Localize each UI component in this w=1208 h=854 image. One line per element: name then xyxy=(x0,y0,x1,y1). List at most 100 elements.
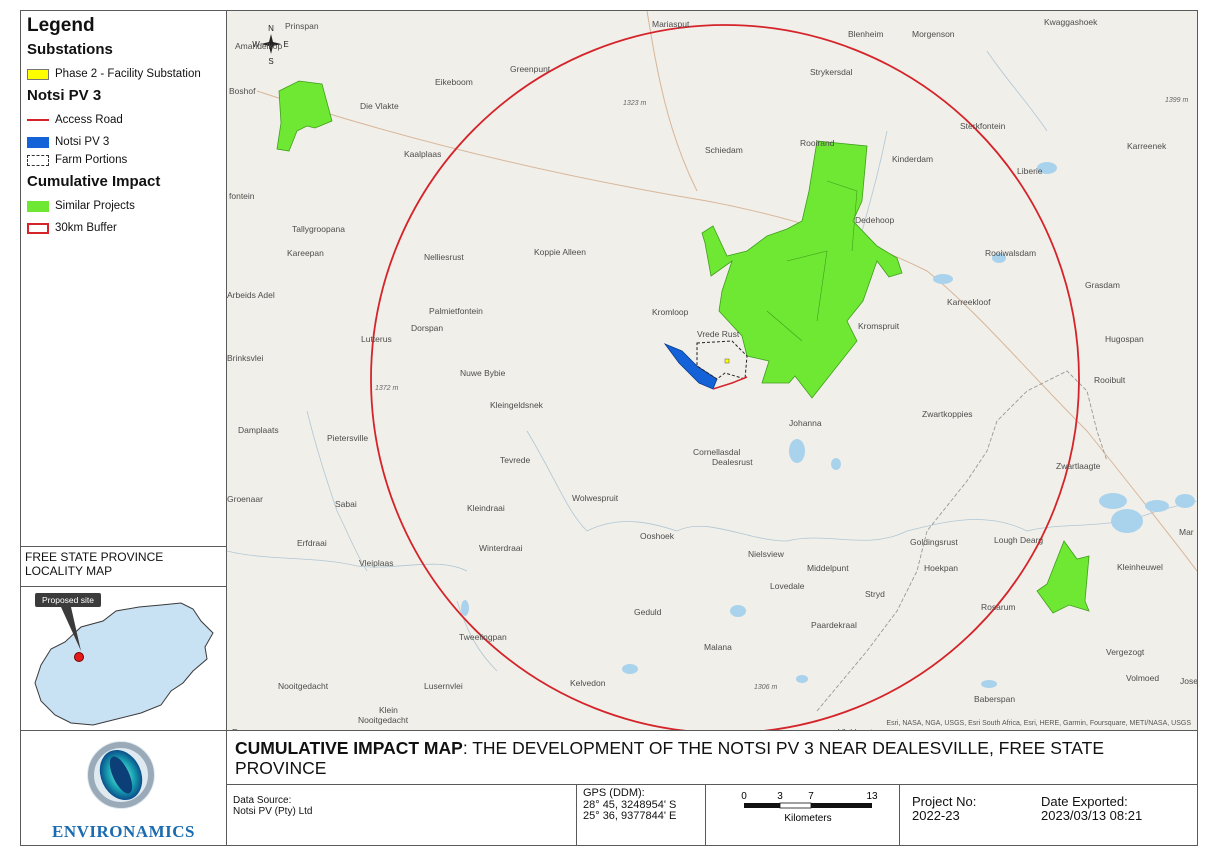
map-attribution: Esri, NASA, NGA, USGS, Esri South Africa… xyxy=(886,720,1191,727)
place-label: Brinksvlei xyxy=(227,353,263,363)
place-label: Amandelkop xyxy=(235,41,283,51)
place-label: Mar xyxy=(1179,527,1194,537)
place-label: Arbeids Adel xyxy=(227,290,275,300)
place-label: Strykersdal xyxy=(810,67,853,77)
legend-label: Access Road xyxy=(55,114,123,126)
place-label: Dedehoop xyxy=(855,215,895,225)
legend-title: Legend xyxy=(27,15,95,36)
legend-item-farm-portions: Farm Portions xyxy=(27,151,220,169)
place-label: Boshof xyxy=(229,86,256,96)
gps-latitude: 28° 45, 3248954' S xyxy=(583,798,677,811)
farm-portions xyxy=(696,340,748,380)
place-label: Geduld xyxy=(634,607,662,617)
place-label: Dealesrust xyxy=(712,457,753,467)
dashed-box-icon xyxy=(27,154,49,166)
place-label: Nielsview xyxy=(748,549,785,559)
place-label: Vergezogt xyxy=(1106,647,1145,657)
place-label: Greenpunt xyxy=(510,64,551,74)
place-label: Kwaggashoek xyxy=(1044,17,1098,27)
place-label: Kromspruit xyxy=(858,321,900,331)
project-no-cell: Project No: 2022-23 xyxy=(900,785,1029,846)
legend-heading-substations: Substations xyxy=(27,41,113,58)
map-sheet: Legend Substations Phase 2 - Facility Su… xyxy=(20,10,1198,846)
place-label: Cornellasdal xyxy=(693,447,740,457)
project-no-label: Project No: xyxy=(912,794,977,809)
place-label: Die Vlakte xyxy=(360,101,399,111)
place-label: Rooiwalsdam xyxy=(985,248,1036,258)
data-source-cell: Data Source: Notsi PV (Pty) Ltd xyxy=(227,785,577,846)
place-label: Stryd xyxy=(865,589,885,599)
place-label: Paardekraal xyxy=(811,620,857,630)
svg-text:W: W xyxy=(252,40,260,49)
legend-label: Phase 2 - Facility Substation xyxy=(55,68,201,80)
proposed-site-marker xyxy=(74,652,84,662)
legend-item-similar-projects: Similar Projects xyxy=(27,197,220,215)
place-label: Blenheim xyxy=(848,29,883,39)
scale-tick: 7 xyxy=(808,791,814,802)
legend-panel: Legend Substations Phase 2 - Facility Su… xyxy=(21,11,227,546)
access-road xyxy=(712,376,748,390)
place-label: Kinderdam xyxy=(892,154,933,164)
locality-inset-map[interactable]: Proposed site xyxy=(21,587,227,730)
place-label: Emmaus xyxy=(232,727,266,730)
scale-tick: 13 xyxy=(866,791,878,802)
place-label: Kromloop xyxy=(652,307,689,317)
place-label: Rosarum xyxy=(981,602,1015,612)
scale-bar-cell: 0 3 7 13 Kilometers xyxy=(706,785,900,846)
legend-item-notsi-pv3: Notsi PV 3 xyxy=(27,133,220,151)
place-label: Sterkfontein xyxy=(960,121,1006,131)
legend-item-access-road: Access Road xyxy=(27,111,220,129)
place-label: Prinspan xyxy=(285,21,319,31)
place-label: Klein xyxy=(379,705,398,715)
place-label: Erfdraai xyxy=(297,538,327,548)
place-label: Zwartkoppies xyxy=(922,409,973,419)
place-label: Hoekpan xyxy=(924,563,958,573)
scale-bar: 0 3 7 13 Kilometers xyxy=(741,791,878,824)
gps-cell: GPS (DDM): 28° 45, 3248954' S 25° 36, 93… xyxy=(577,785,706,846)
place-label: Kaalplaas xyxy=(404,149,441,159)
facility-substation xyxy=(724,358,730,364)
date-exported-label: Date Exported: xyxy=(1041,794,1128,809)
place-label: Nuwe Bybie xyxy=(460,368,506,378)
place-label: Baberspan xyxy=(974,694,1015,704)
place-label: Tevrede xyxy=(500,455,531,465)
place-label: Nooitgedacht xyxy=(358,715,409,725)
callout-box xyxy=(35,593,101,607)
place-label: Vleiplaas xyxy=(359,558,394,568)
place-label: Lusernvlei xyxy=(424,681,463,691)
yellow-swatch-icon xyxy=(27,68,49,80)
gps-label: GPS (DDM): xyxy=(583,787,645,799)
legend-label: 30km Buffer xyxy=(55,222,117,234)
place-label: Vrede Rust xyxy=(697,329,740,339)
place-label: Goldingsrust xyxy=(910,537,958,547)
place-label: Liberie xyxy=(1017,166,1043,176)
scale-unit: Kilometers xyxy=(784,813,831,824)
environamics-logo-icon xyxy=(87,741,155,809)
water-bodies xyxy=(461,162,1195,688)
date-exported-cell: Date Exported: 2023/03/13 08:21 xyxy=(1029,785,1197,846)
place-label: Tweelingpan xyxy=(459,632,507,642)
buffer-30km xyxy=(370,24,1080,730)
place-label: Hugospan xyxy=(1105,334,1144,344)
place-label: Winterdraai xyxy=(479,543,523,553)
legend-item-buffer: 30km Buffer xyxy=(27,219,220,237)
place-label: Rooirand xyxy=(800,138,835,148)
map-title: CUMULATIVE IMPACT MAP: THE DEVELOPMENT O… xyxy=(227,731,1197,785)
place-label: fontein xyxy=(229,191,255,201)
scale-tick: 3 xyxy=(777,791,783,802)
place-label: Lovedale xyxy=(770,581,805,591)
place-label: Eikeboom xyxy=(435,77,473,87)
place-label: Zwartlaagte xyxy=(1056,461,1101,471)
legend-label: Similar Projects xyxy=(55,200,135,212)
place-label: Lutterus xyxy=(361,334,392,344)
locality-map-title: FREE STATE PROVINCE LOCALITY MAP xyxy=(21,546,227,587)
place-label: Kleindraai xyxy=(467,503,505,513)
place-label: Schiedam xyxy=(705,145,743,155)
place-label: Palmietfontein xyxy=(429,306,483,316)
boundary-line xyxy=(816,370,1108,712)
place-label: Koppie Alleen xyxy=(534,247,586,257)
compass-icon: N S E W xyxy=(252,24,288,66)
place-label: Kelvedon xyxy=(570,678,606,688)
title-block: ENVIRONAMICS CUMULATIVE IMPACT MAP: THE … xyxy=(21,730,1197,846)
